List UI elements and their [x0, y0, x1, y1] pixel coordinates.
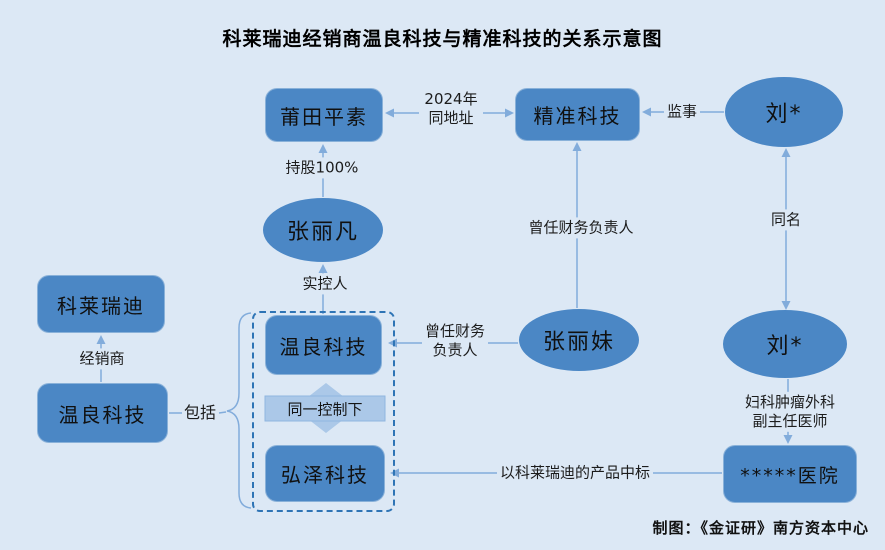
curly-brace-icon — [226, 312, 252, 509]
arrowhead-up-icon — [318, 264, 328, 273]
node-label: *****医院 — [740, 464, 840, 487]
node-label: 科莱瑞迪 — [57, 293, 145, 318]
node-wenliang-keji-left[interactable]: 温良科技 — [37, 383, 168, 443]
edge-label-distributor: 经销商 — [76, 348, 128, 370]
arrowhead-up-icon — [781, 148, 791, 157]
same-control-band — [264, 395, 386, 422]
arrowhead-up-icon — [572, 142, 582, 151]
arrowhead-up-icon — [318, 144, 328, 153]
edge-label-doctor-title: 妇科肿瘤外科 副主任医师 — [741, 391, 839, 433]
arrowhead-down-icon — [781, 301, 791, 310]
arrowhead-down-icon — [783, 435, 793, 444]
edge-label-actual-controller: 实控人 — [299, 273, 351, 295]
double-arrow-up-icon — [308, 383, 344, 397]
edge-label-line: 2024年 — [424, 89, 478, 108]
arrowhead-left-icon — [385, 108, 394, 118]
edge-label-line: 同地址 — [428, 109, 474, 127]
edge-label-line: 副主任医师 — [752, 412, 828, 430]
node-jingzhun-keji[interactable]: 精准科技 — [515, 88, 640, 141]
node-liu-top[interactable]: 刘* — [725, 77, 843, 147]
edge-label-line: 妇科肿瘤外科 — [744, 392, 836, 411]
node-label: 温良科技 — [58, 402, 147, 427]
node-kelairuidi[interactable]: 科莱瑞迪 — [37, 275, 165, 333]
edge-label-former-cfo-vertical: 曾任财务负责人 — [525, 217, 637, 239]
edge-label-line: 负责人 — [432, 341, 478, 359]
node-label: 张丽妹 — [542, 330, 615, 355]
edge-label-same-name: 同名 — [767, 209, 805, 231]
same-control-group-box — [252, 311, 395, 512]
credit-line: 制图：《金证研》南方资本中心 — [652, 519, 869, 537]
arrowhead-right-icon — [505, 108, 514, 118]
node-label: 张丽凡 — [286, 220, 359, 245]
same-control-double-arrow-icon — [264, 383, 386, 433]
node-zhanglifan[interactable]: 张丽凡 — [263, 198, 383, 262]
edge-label-include: 包括 — [183, 402, 217, 422]
double-arrow-down-icon — [308, 419, 344, 433]
node-liu-bottom[interactable]: 刘* — [723, 310, 847, 378]
node-label: 莆田平素 — [280, 104, 368, 129]
edge-label-same-control: 同一控制下 — [287, 400, 363, 419]
edge-label-holding: 持股100% — [282, 157, 362, 179]
node-label: 弘泽科技 — [281, 463, 369, 487]
node-label: 刘* — [766, 334, 804, 359]
edge-label-bid: 以科莱瑞迪的产品中标 — [496, 462, 654, 484]
node-wenliang-keji-inner[interactable]: 温良科技 — [265, 315, 382, 375]
edge-label-supervisor: 监事 — [663, 101, 701, 123]
arrowhead-up-icon — [96, 335, 106, 344]
node-hongze-keji[interactable]: 弘泽科技 — [265, 445, 385, 502]
node-label: 精准科技 — [533, 104, 622, 128]
node-label: 刘* — [765, 102, 803, 127]
edge-label-former-cfo-horizontal: 曾任财务 负责人 — [421, 320, 489, 362]
edge-label-line: 曾任财务 — [424, 321, 486, 340]
diagram-title: 科莱瑞迪经销商温良科技与精准科技的关系示意图 — [222, 28, 663, 50]
edge-label-same-address: 2024年 同地址 — [421, 88, 481, 130]
node-zhanglimei[interactable]: 张丽妹 — [519, 309, 639, 371]
connector-include-b — [218, 411, 227, 414]
arrowhead-left-icon — [642, 107, 651, 117]
node-label: 温良科技 — [279, 334, 368, 359]
node-hospital[interactable]: *****医院 — [723, 445, 857, 503]
node-putianpingsu[interactable]: 莆田平素 — [265, 88, 383, 142]
